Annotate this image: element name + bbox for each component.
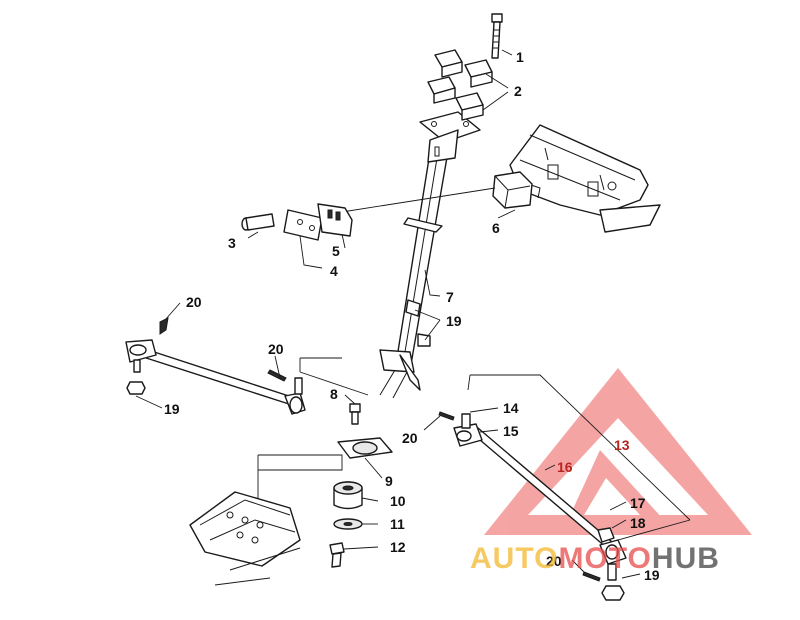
bushing-halves-part-2 xyxy=(427,49,493,121)
callout-5: 5 xyxy=(332,243,340,259)
callout-3: 3 xyxy=(228,235,236,251)
right-tie-rod xyxy=(453,413,627,581)
bolt-part-1 xyxy=(491,13,503,59)
leader-6-to-block xyxy=(341,187,496,213)
cotter-pin-left-mid xyxy=(267,369,287,382)
frame-crossmember-top xyxy=(509,124,661,233)
washer-part-11 xyxy=(333,518,363,530)
bolt-part-8 xyxy=(349,403,361,425)
callout-12: 12 xyxy=(390,539,406,555)
watermark-part-b: MOTO xyxy=(558,542,651,575)
leader-lines xyxy=(135,49,641,579)
callout-7: 7 xyxy=(446,289,454,305)
cotter-pin-right-mid xyxy=(438,411,455,421)
watermark-text: AUTOMOTOHUB xyxy=(470,542,720,575)
callout-8: 8 xyxy=(330,386,338,402)
callout-6: 6 xyxy=(492,220,500,236)
nut-right-part-19 xyxy=(601,585,625,601)
callout-20-top-left: 20 xyxy=(186,294,202,310)
callout-1: 1 xyxy=(516,49,524,65)
bolt-part-12 xyxy=(329,542,345,568)
pin-part-3 xyxy=(241,213,275,231)
callout-10: 10 xyxy=(390,493,406,509)
watermark-part-a: AUTO xyxy=(470,542,558,575)
block-part-5 xyxy=(317,203,353,237)
leader-20-left-mid xyxy=(274,355,281,379)
callout-18: 18 xyxy=(630,515,646,531)
callout-20-mid-right: 20 xyxy=(402,430,418,446)
cotter-pin-right-bottom xyxy=(582,571,601,582)
callout-20-mid-left: 20 xyxy=(268,341,284,357)
nut-left-part-19 xyxy=(126,381,146,395)
frame-floor-bottom xyxy=(189,491,301,586)
cotter-pin-left-top xyxy=(159,317,169,335)
steering-post xyxy=(379,111,481,399)
callout-20-bottom: 20 xyxy=(546,553,562,569)
callout-19-center: 19 xyxy=(446,313,462,329)
callout-labels: 1 2 3 4 5 6 7 8 9 10 11 12 13 14 15 16 1… xyxy=(164,49,660,583)
callout-16: 16 xyxy=(557,459,573,475)
leader-20-left-top xyxy=(164,302,181,321)
callout-17: 17 xyxy=(630,495,646,511)
callout-19-left: 19 xyxy=(164,401,180,417)
bushing-part-10 xyxy=(333,481,363,510)
left-tie-rod xyxy=(125,339,306,415)
callout-4: 4 xyxy=(330,263,338,279)
callout-2: 2 xyxy=(514,83,522,99)
plate-part-4 xyxy=(283,209,323,241)
leader-19-center xyxy=(414,309,441,341)
bushing-block-part-6 xyxy=(492,171,533,209)
callout-13: 13 xyxy=(614,437,630,453)
callout-11: 11 xyxy=(390,516,405,532)
watermark-part-c: HUB xyxy=(652,542,720,575)
callout-14: 14 xyxy=(503,400,519,416)
callout-19-bottom: 19 xyxy=(644,567,660,583)
svg-text:AUTOMOTOHUB: AUTOMOTOHUB xyxy=(470,542,720,575)
callout-15: 15 xyxy=(503,423,519,439)
flange-part-9 xyxy=(337,437,393,459)
assembly-guide-lines xyxy=(257,357,691,546)
callout-9: 9 xyxy=(385,473,393,489)
